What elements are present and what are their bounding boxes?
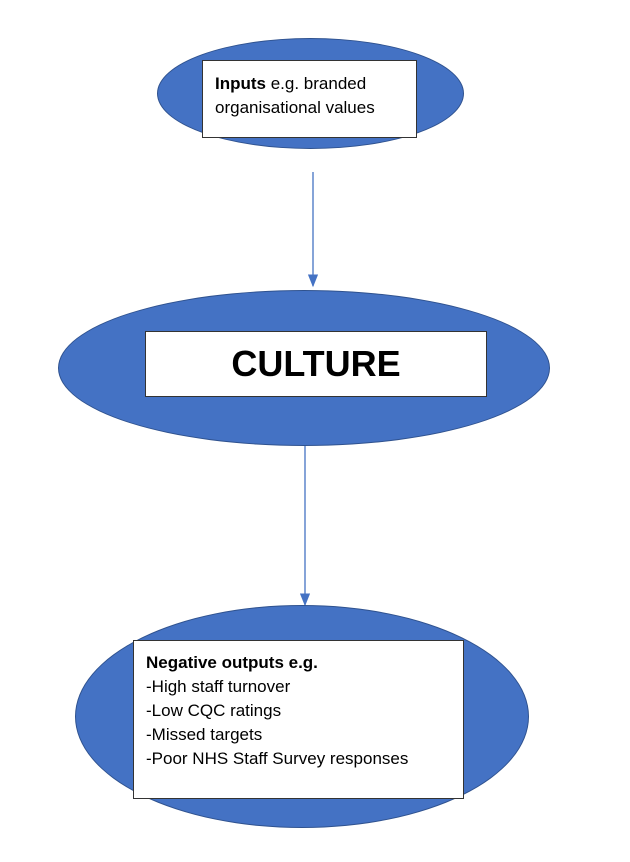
- output-item: -High staff turnover: [146, 677, 291, 696]
- culture-box: CULTURE: [145, 331, 487, 397]
- culture-label: CULTURE: [231, 343, 401, 384]
- output-item: -Poor NHS Staff Survey responses: [146, 749, 409, 768]
- output-item: -Low CQC ratings: [146, 701, 282, 720]
- inputs-box: Inputs e.g. branded organisational value…: [202, 60, 417, 138]
- inputs-rest: e.g. branded: [266, 74, 367, 93]
- inputs-line2: organisational values: [215, 98, 375, 117]
- output-item: -Missed targets: [146, 725, 263, 744]
- outputs-box: Negative outputs e.g. -High staff turnov…: [133, 640, 464, 799]
- outputs-title: Negative outputs e.g.: [146, 653, 318, 672]
- inputs-line1: Inputs e.g. branded: [215, 72, 416, 96]
- inputs-bold: Inputs: [215, 74, 266, 93]
